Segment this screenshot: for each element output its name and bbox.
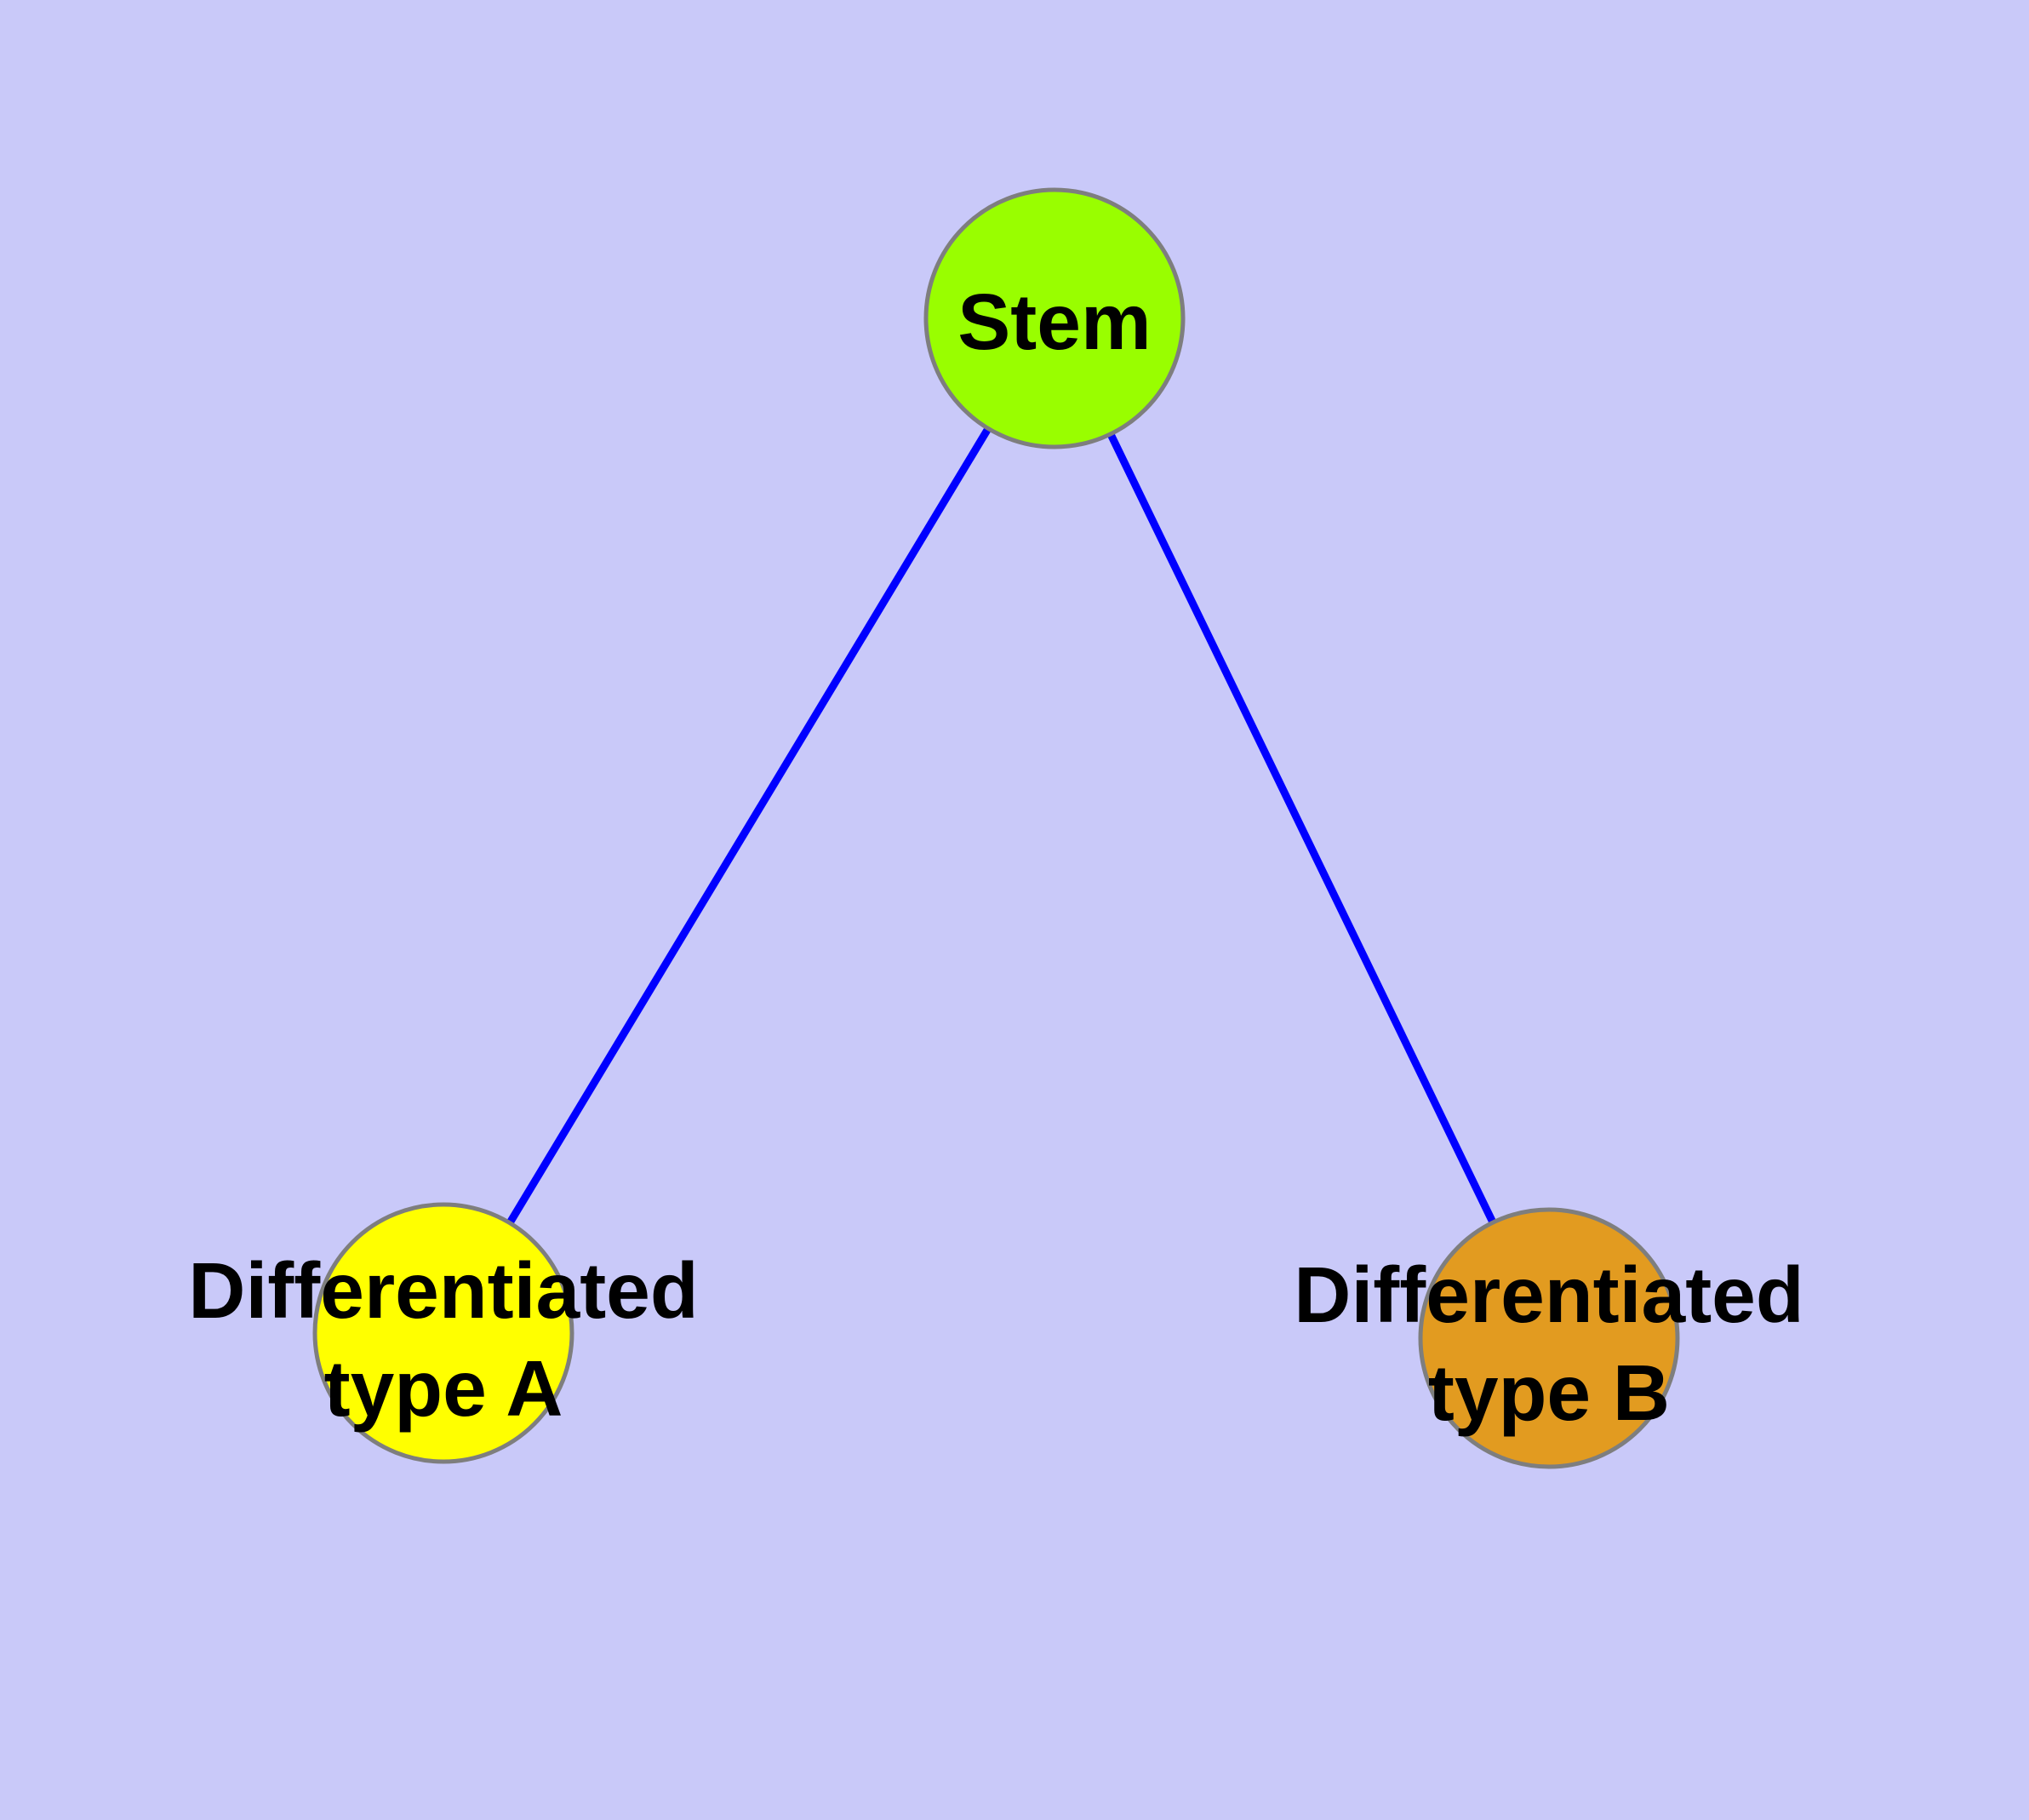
node-typeA-label-line1: Differentiated [188, 1246, 698, 1335]
node-differentiated-type-a [312, 1202, 574, 1464]
node-typeA-label-line2: type A [324, 1344, 563, 1433]
edge-stem-to-typeA [440, 316, 1058, 1336]
node-stem-label: Stem [957, 278, 1151, 366]
node-typeB-label-line2: type B [1428, 1348, 1670, 1437]
node-differentiated-type-b [1418, 1207, 1680, 1469]
node-stem [923, 187, 1186, 449]
edge-stem-to-typeB [1050, 317, 1553, 1340]
node-typeB-label-line1: Differentiated [1294, 1251, 1803, 1339]
